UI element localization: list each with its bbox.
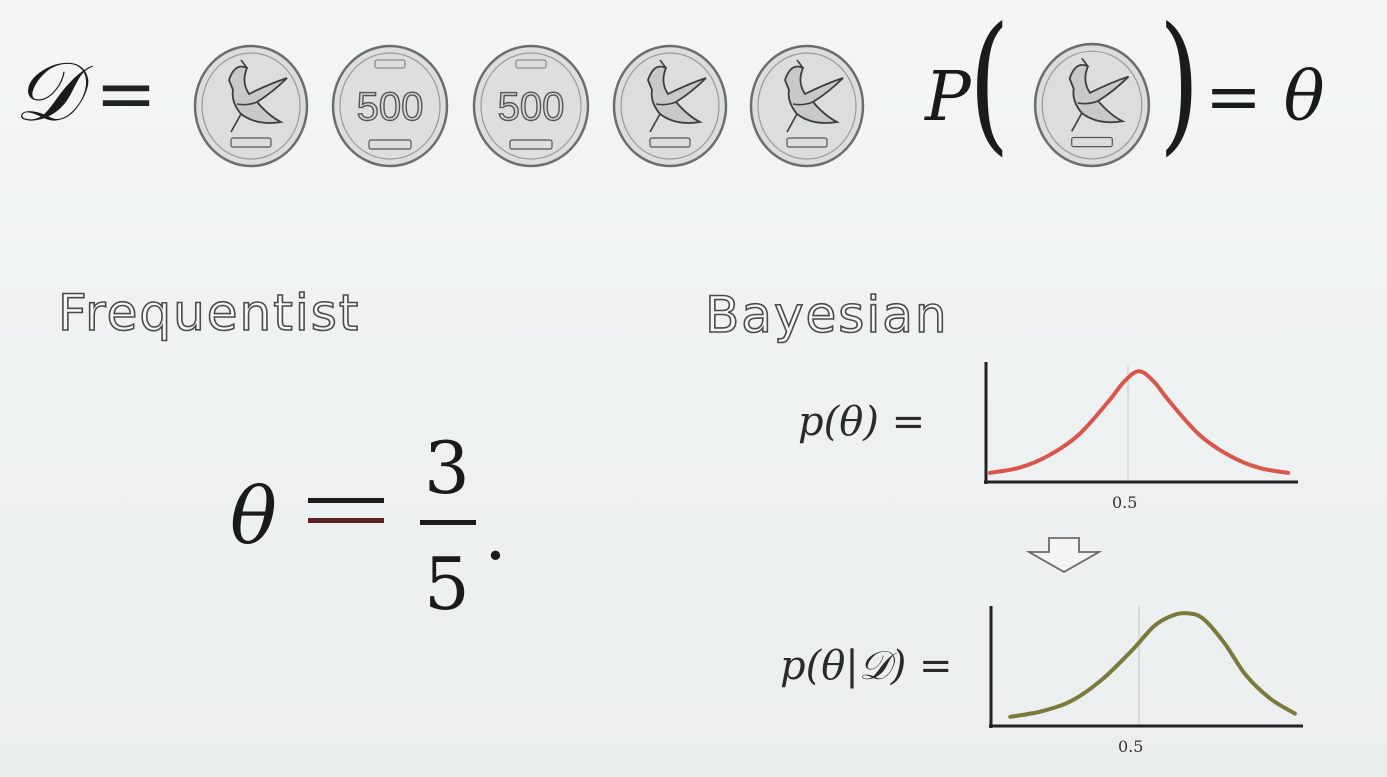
coin-crane-icon [1033, 42, 1151, 168]
equals-sign: = [95, 51, 158, 137]
prior-curve [988, 369, 1290, 475]
coin-crane-icon [193, 44, 309, 168]
svg-text:500: 500 [357, 85, 424, 129]
frequentist-heading: Frequentist [57, 284, 361, 342]
right-paren: ) [1158, 0, 1200, 170]
coin-crane-icon [612, 44, 728, 168]
fraction-denominator: 5 [424, 542, 470, 626]
posterior-tick-label: 0.5 [1118, 737, 1144, 756]
prior-label: p(θ) = [798, 399, 926, 445]
prior-chart [984, 362, 1298, 484]
posterior-label: p(θ|𝒟) = [780, 643, 953, 689]
theta-symbol: θ [230, 472, 277, 562]
posterior-chart [989, 606, 1303, 728]
equals-theta: = θ [1205, 58, 1325, 137]
fraction-bar [420, 520, 476, 525]
bayesian-heading: Bayesian [704, 286, 949, 344]
coin-500-icon: 500 [331, 44, 449, 168]
fraction-numerator: 3 [424, 426, 470, 510]
dataset-symbol: 𝒟 [14, 45, 79, 140]
svg-text:500: 500 [498, 85, 565, 129]
coin-500-icon: 500 [472, 44, 590, 168]
coin-crane-icon [749, 44, 865, 168]
prior-tick-label: 0.5 [1112, 493, 1138, 512]
probability-symbol: P [925, 58, 971, 137]
period: . [484, 492, 507, 576]
left-paren: ( [968, 0, 1010, 170]
posterior-curve [1008, 611, 1297, 719]
down-arrow-icon [1025, 537, 1103, 574]
equals-sign-big [308, 492, 384, 526]
